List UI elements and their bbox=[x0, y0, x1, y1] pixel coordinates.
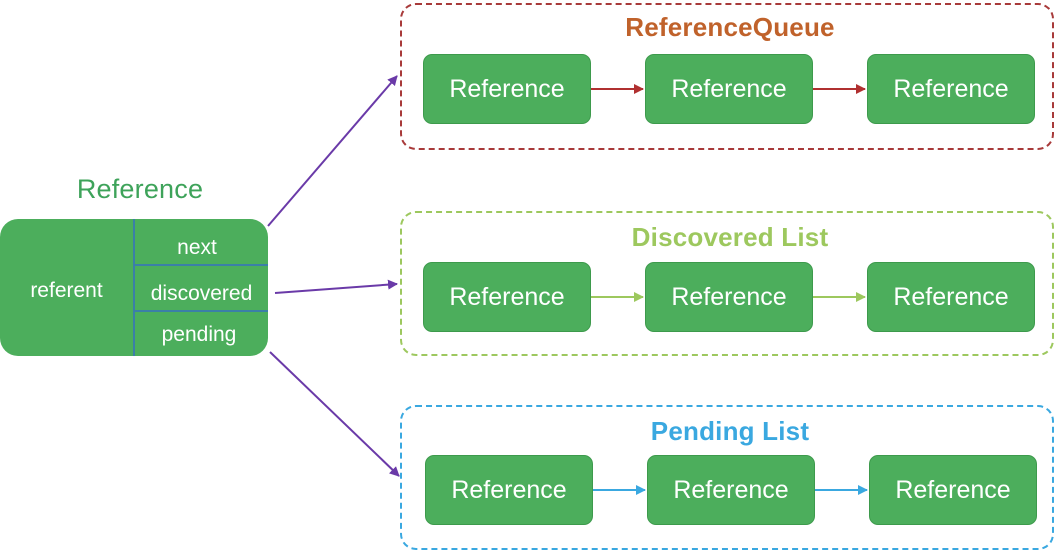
pending-pointer-arrow bbox=[269, 351, 400, 477]
discovered-node-3: Reference bbox=[867, 262, 1035, 332]
reference-queue-title: ReferenceQueue bbox=[625, 12, 835, 42]
discovered-pointer-arrow bbox=[274, 279, 398, 294]
pending-node-2: Reference bbox=[647, 455, 815, 525]
next-pointer-arrow bbox=[267, 75, 398, 227]
next-field: next bbox=[177, 236, 217, 259]
queue-node-1: Reference bbox=[423, 54, 591, 124]
field-divider-vertical bbox=[133, 219, 135, 356]
referent-field: referent bbox=[30, 279, 103, 302]
reference-queue-group bbox=[400, 3, 1054, 150]
pending-field: pending bbox=[161, 323, 237, 346]
queue-node-2: Reference bbox=[645, 54, 813, 124]
queue-node-3: Reference bbox=[867, 54, 1035, 124]
discovered-list-group bbox=[400, 211, 1054, 356]
pending-node-3: Reference bbox=[869, 455, 1037, 525]
reference-object: referent next discovered pending bbox=[0, 219, 268, 356]
discovered-field: discovered bbox=[150, 282, 253, 305]
field-divider-2 bbox=[134, 310, 268, 312]
field-divider-1 bbox=[134, 264, 268, 266]
pending-list-group bbox=[400, 405, 1054, 550]
discovered-node-1: Reference bbox=[423, 262, 591, 332]
discovered-node-2: Reference bbox=[645, 262, 813, 332]
pending-node-1: Reference bbox=[425, 455, 593, 525]
reference-object-title: Reference bbox=[76, 174, 204, 204]
discovered-list-title: Discovered List bbox=[631, 222, 829, 252]
pending-list-title: Pending List bbox=[650, 416, 810, 446]
